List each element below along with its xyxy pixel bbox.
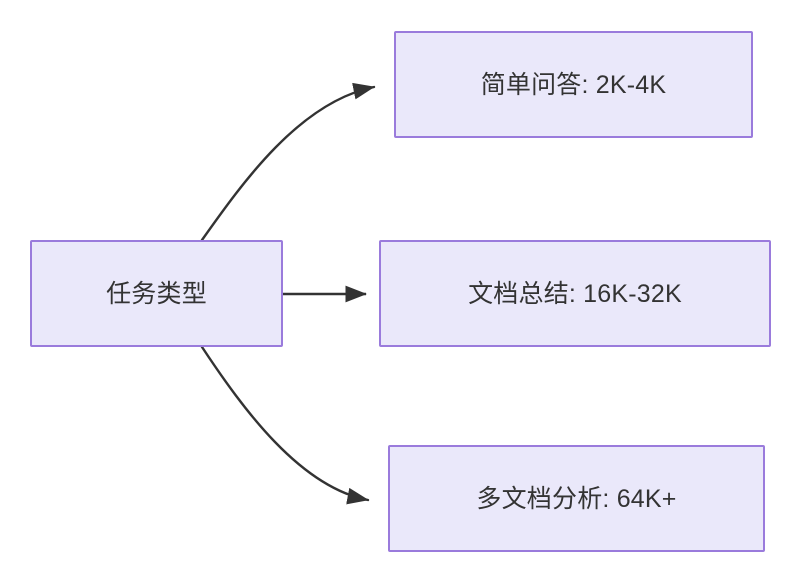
edge-root-to-multi — [200, 345, 370, 505]
node-label: 多文档分析: 64K+ — [476, 484, 677, 513]
node-label: 任务类型 — [106, 279, 207, 308]
node-simple-qa[interactable]: 简单问答: 2K-4K — [394, 31, 753, 138]
node-document-summary[interactable]: 文档总结: 16K-32K — [379, 240, 771, 347]
edge-root-to-simple — [200, 82, 376, 242]
node-label: 简单问答: 2K-4K — [480, 70, 667, 99]
node-multi-document-analysis[interactable]: 多文档分析: 64K+ — [388, 445, 765, 552]
node-task-type[interactable]: 任务类型 — [30, 240, 283, 347]
node-label: 文档总结: 16K-32K — [468, 279, 682, 308]
